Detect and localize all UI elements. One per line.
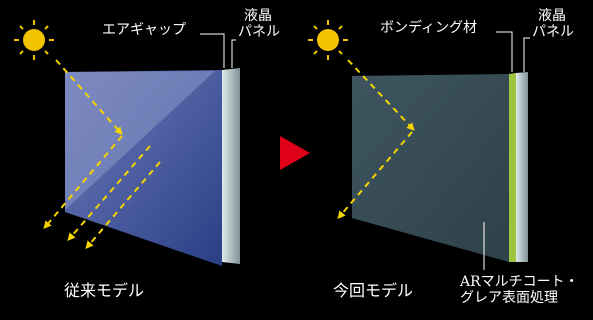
sun-icon (308, 20, 348, 60)
new-lcd-panel (516, 72, 528, 262)
transition-arrow-icon (280, 136, 310, 170)
new-model-illustration (308, 20, 530, 270)
bonding-layer (509, 73, 516, 262)
old-model-illustration (14, 20, 240, 266)
coating-label: ARマルチコート・ グレア表面処理 (460, 274, 579, 307)
old-lcd-panel-label: 液晶 パネル (238, 8, 280, 41)
reflected-light-arrow (337, 131, 413, 220)
bonding-leader-line (496, 31, 513, 72)
old-glass-reflection (65, 71, 215, 210)
old-model-caption: 従来モデル (64, 281, 145, 300)
new-model-caption: 今回モデル (333, 281, 414, 300)
old-lcd-panel (222, 68, 240, 264)
incoming-light-arrow (55, 59, 123, 135)
reflected-light-arrow (43, 135, 123, 230)
air-gap-leader-line (200, 33, 225, 68)
reflected-light-arrow (85, 161, 161, 250)
air-gap-label: エアギャップ (102, 22, 186, 38)
lcd-panel-leader-line (231, 39, 236, 68)
new-lcd-panel-label: 液晶 パネル (532, 8, 574, 41)
reflected-light-arrow (67, 145, 151, 242)
new-front-glass (352, 74, 509, 262)
incoming-light-arrow (347, 59, 415, 131)
lcd-panel-leader-line (523, 37, 530, 72)
sun-icon (14, 20, 54, 60)
bonding-label: ボンディング材 (380, 20, 478, 36)
